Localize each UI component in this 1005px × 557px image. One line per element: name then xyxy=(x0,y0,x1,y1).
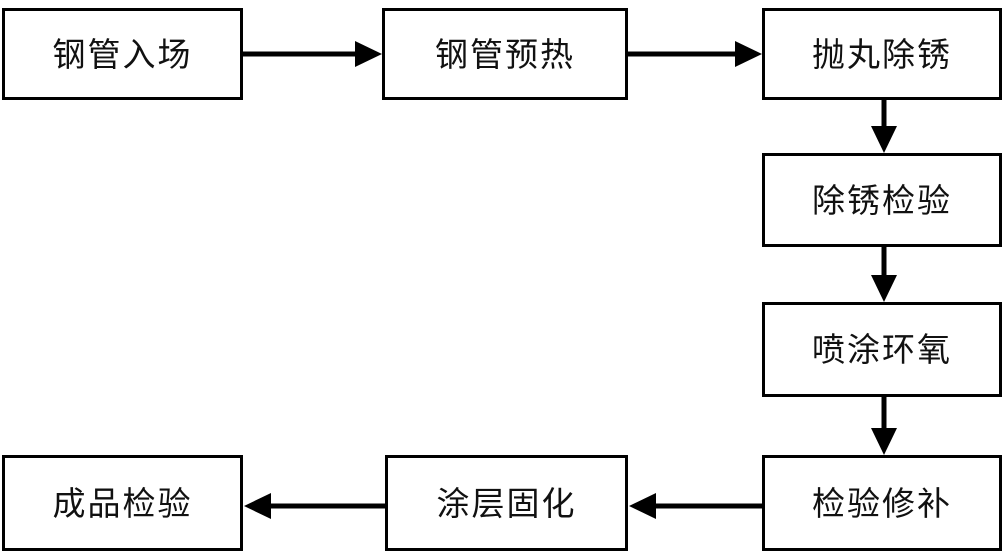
node-label: 检验修补 xyxy=(812,483,952,523)
flowchart-node-pentuhuanyang[interactable]: 喷涂环氧 xyxy=(762,302,1002,397)
node-label: 钢管入场 xyxy=(52,34,193,74)
flowchart-arrow-yure-to-paowan xyxy=(628,40,763,68)
flowchart-node-chuxiujianyan[interactable]: 除锈检验 xyxy=(762,153,1002,247)
node-label: 除锈检验 xyxy=(812,180,952,220)
node-label: 成品检验 xyxy=(52,483,193,523)
node-label: 喷涂环氧 xyxy=(812,330,952,369)
flowchart-arrow-tuoceng-to-chengpin xyxy=(243,492,386,520)
flowchart-node-gangguanruchang[interactable]: 钢管入场 xyxy=(2,8,243,100)
flowchart-arrow-jianyanxiubu-to-tuoceng xyxy=(628,492,763,520)
node-label: 钢管预热 xyxy=(435,34,575,74)
flowchart-arrow-ruchang-to-yure xyxy=(243,40,383,68)
flowchart-arrow-paowan-to-chuxiujianyan xyxy=(870,100,898,154)
flowchart-arrow-pentu-to-jianyanxiubu xyxy=(870,397,898,456)
flowchart-node-tuocengguhua[interactable]: 涂层固化 xyxy=(385,455,628,551)
node-label: 涂层固化 xyxy=(436,483,577,523)
node-label: 抛丸除锈 xyxy=(812,34,952,74)
flowchart-node-paowanchuxiu[interactable]: 抛丸除锈 xyxy=(762,8,1002,100)
flowchart-arrow-chuxiujianyan-to-pentu xyxy=(870,247,898,303)
flowchart-node-gangguanyure[interactable]: 钢管预热 xyxy=(382,8,628,100)
flowchart-node-chengpinjianyan[interactable]: 成品检验 xyxy=(2,455,243,551)
flowchart-node-jianyanxiubu[interactable]: 检验修补 xyxy=(762,455,1002,551)
